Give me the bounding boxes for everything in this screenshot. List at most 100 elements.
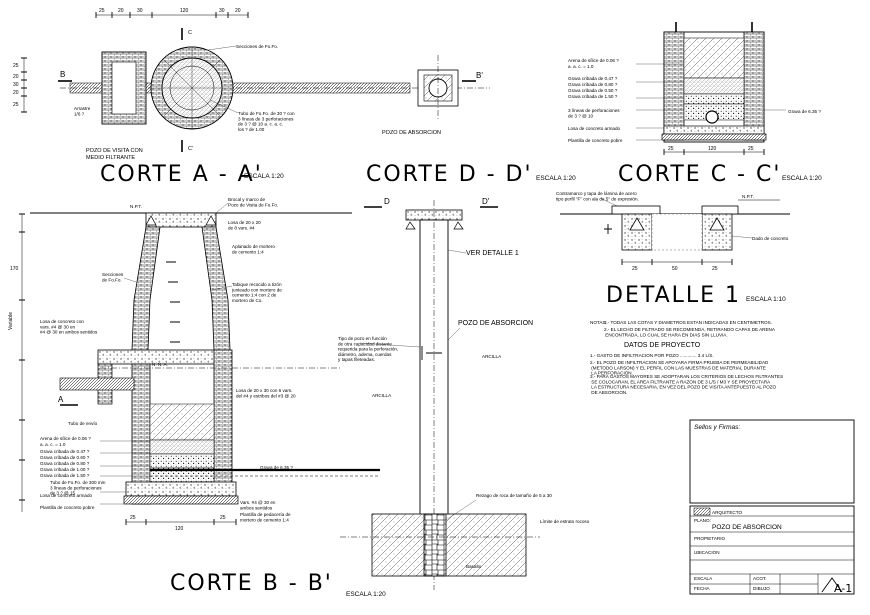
- label-secciones-fofo: Secciones de Fo.Fo.: [236, 44, 278, 49]
- tb-dibujo: DIBUJO: [753, 586, 770, 591]
- dd-ver-detalle: VER DETALLE 1: [466, 250, 519, 257]
- label-medio-filtrante: MEDIO FILTRANTE: [86, 155, 135, 161]
- detalle-dim-3: 25: [712, 266, 718, 272]
- marker-c-top: C: [188, 30, 192, 36]
- sellos-firmas: Sellos y Firmas:: [694, 424, 740, 431]
- cc-dim-1: 25: [668, 146, 674, 152]
- scale-corte-cc: ESCALA 1:20: [782, 175, 822, 182]
- scale-detalle-1: ESCALA 1:10: [746, 296, 786, 303]
- corte-cc-drawing: 25 120 25 Arena de sílice de 0.06 ? a. a…: [568, 22, 821, 155]
- dd-limite: Límite de estrato rocoso: [540, 519, 590, 524]
- corte-bb-drawing: Variable 170 N.P.T. A N. N. A.: [8, 197, 380, 532]
- bb-dim-5: 25: [220, 515, 226, 521]
- label-plan-pozo-absorcion: POZO DE ABSORCION: [382, 130, 441, 136]
- cc-dim-3: 25: [748, 146, 754, 152]
- plan-dim-6: 20: [235, 8, 241, 14]
- label-pozo-visita: POZO DE VISITA CON: [86, 148, 143, 154]
- tb-plano-label: PLANO:: [694, 518, 711, 523]
- title-corte-bb: CORTE B - B': [170, 571, 333, 596]
- title-block: Sellos y Firmas: ARQUITECTO PLANO: POZO …: [689, 419, 855, 595]
- svg-text:20: 20: [13, 74, 19, 80]
- bb-losa-armado: Losa de concreto armado: [40, 493, 93, 498]
- plan-dim-5: 30: [219, 8, 225, 14]
- cc-layer-3: Grava cribada de 0.80 ?: [568, 82, 618, 87]
- svg-text:25: 25: [13, 102, 19, 108]
- plan-left-dims: 25 20 30 20 25: [13, 57, 27, 113]
- bb-nna: N. N. A.: [152, 362, 168, 367]
- title-corte-cc: CORTE C - C': [618, 162, 781, 187]
- notas-title: NOTAS:: [590, 320, 607, 325]
- bb-arena: Arena de sílice de 0.06 ?: [40, 436, 91, 441]
- bb-marker-a: A: [58, 395, 64, 404]
- tb-propietario: PROPIETARIO: [694, 536, 725, 541]
- plan-absorption-well: [417, 55, 459, 120]
- svg-text:25: 25: [13, 63, 19, 69]
- detalle-dim-2: 50: [672, 266, 678, 272]
- cc-layer-0: Arena de sílice de 0.06 ?: [568, 58, 619, 63]
- scale-corte-dd: ESCALA 1:20: [536, 175, 576, 182]
- datos-title: DATOS DE PROYECTO: [624, 342, 701, 349]
- scale-corte-aa: ESCALA 1:20: [244, 173, 284, 180]
- plan-view: 25 20 30 120 30 20 25 20 30 20 25: [13, 8, 490, 161]
- bb-aac: a. a. c. = 1.0: [40, 442, 66, 447]
- marker-b-left: B: [60, 70, 65, 79]
- marker-b-right: B': [476, 71, 483, 80]
- cc-grava: Grava de 6.35 ?: [788, 109, 821, 114]
- cc-dim-2: 120: [708, 146, 717, 152]
- title-detalle-1: DETALLE 1: [606, 283, 741, 308]
- tb-ubicacion: UBICACION: [694, 550, 720, 555]
- detalle-dim-1: 25: [632, 266, 638, 272]
- dd-basalto: Basalto: [466, 564, 482, 569]
- svg-text:30: 30: [13, 82, 19, 88]
- detalle-dado: Dado de concreto: [752, 236, 789, 241]
- dato-1: 1.- GASTO DE INFILTRACION POR POZO .....…: [590, 353, 714, 358]
- marker-c-bottom: C': [188, 146, 193, 152]
- dd-rezago: Rezago de roca de tamaño de 5 a 30: [476, 493, 552, 498]
- svg-text:20: 20: [13, 90, 19, 96]
- plan-dim-4: 120: [180, 8, 189, 14]
- bb-plantilla: Plantilla de concreto pobre: [40, 505, 95, 510]
- tb-arquitecto: ARQUITECTO: [712, 510, 742, 515]
- plan-dimension-line: 25 20 30 120 30 20: [95, 8, 249, 18]
- dd-pozo: POZO DE ABSORCION: [458, 320, 533, 327]
- tb-plano: POZO DE ABSORCION: [712, 524, 782, 531]
- dd-arcilla-1: ARCILLA: [482, 354, 502, 359]
- title-corte-dd: CORTE D - D': [366, 162, 533, 187]
- cc-layer-4: Grava cribada de 0.50 ?: [568, 88, 618, 93]
- bb-losa-20-30: Losa de 20 x 30 con 6 vars.del #4 y estr…: [236, 388, 296, 398]
- bb-grava-2: Grava cribada de 0.80 ?: [40, 461, 90, 466]
- detalle-npt: N.P.T.: [742, 194, 754, 199]
- notes-block: NOTAS: 1.- TODAS LAS COTAS Y DIAMETROS E…: [590, 320, 783, 395]
- bb-grava-635: Grava de 6.35 ?: [260, 465, 293, 470]
- bb-depth: 170: [10, 266, 19, 272]
- tb-escala: ESCALA: [694, 576, 713, 581]
- nota-2: 2.- EL LECHO DE FILTRADO SE RECOMIENDA, …: [604, 327, 776, 337]
- cc-layer-1: a. a. c. = 1.0: [568, 64, 594, 69]
- cc-layer-2: Grava cribada de 0.47 ?: [568, 76, 618, 81]
- tb-clave: A-1: [834, 582, 852, 595]
- cc-losa: Losa de concreto armado: [568, 126, 621, 131]
- plan-dim-3: 30: [137, 8, 143, 14]
- tb-fecha: FECHA: [694, 586, 711, 591]
- bb-grava-1: Grava cribada de 0.60 ?: [40, 455, 90, 460]
- bb-grava-4: Grava cribada de 1.50 ?: [40, 473, 90, 478]
- bb-grava-0: Grava cribada de 0.47 ?: [40, 449, 90, 454]
- cc-layer-5: Grava cribada de 1.50 ?: [568, 94, 618, 99]
- bb-npt: N.P.T.: [130, 204, 142, 209]
- plan-section-c-markers: C C': [181, 28, 193, 152]
- bb-variable: Variable: [8, 312, 14, 330]
